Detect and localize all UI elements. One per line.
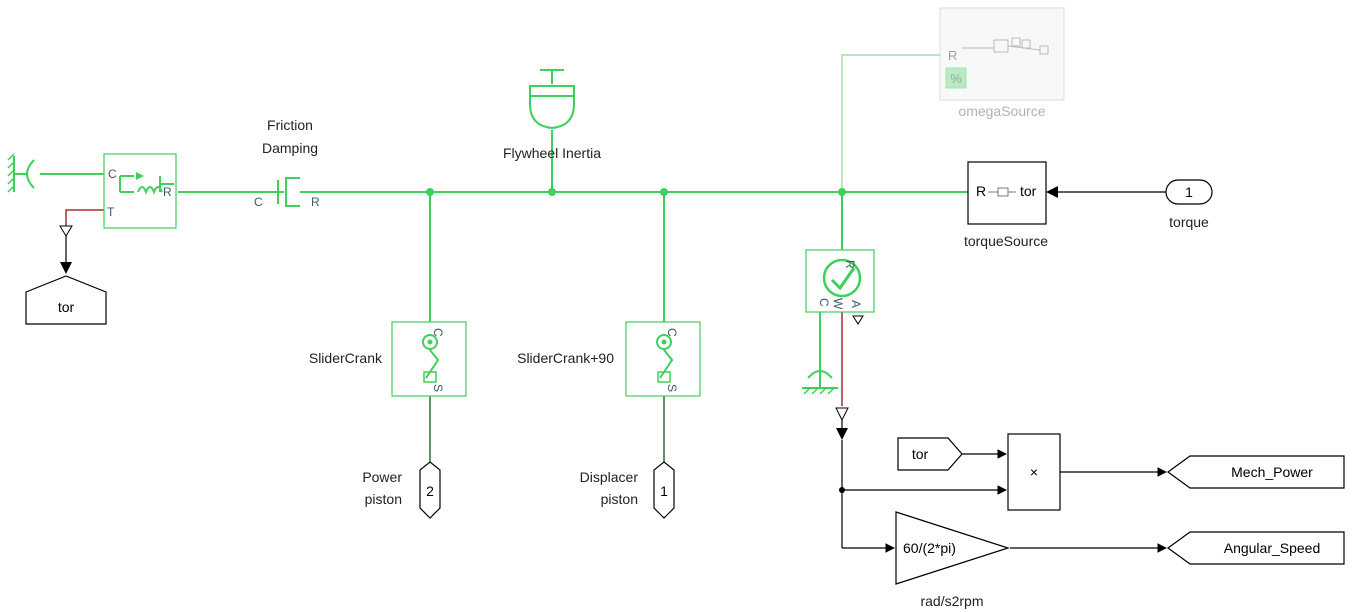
percent-icon: % (950, 71, 962, 86)
port-c-label: C (108, 167, 117, 181)
torque-inport-label: torque (1169, 214, 1209, 230)
from-tor-block[interactable]: tor (897, 437, 963, 471)
port-c-label: C (817, 298, 831, 307)
port-c-label: C (665, 328, 679, 337)
displacer-piston-port[interactable]: 1 Displacer piston (580, 461, 675, 519)
flywheel-inertia-label: Flywheel Inertia (503, 145, 601, 161)
port-w-label: W (831, 298, 845, 310)
mechanical-ground-left[interactable] (7, 153, 35, 193)
displacer-piston-number: 1 (660, 483, 668, 499)
torque-source-label: torqueSource (964, 233, 1048, 249)
displacer-piston-label-2: piston (601, 491, 638, 507)
gain-label: rad/s2rpm (920, 593, 983, 609)
goto-angular-speed-block[interactable]: Angular_Speed (1166, 531, 1345, 565)
slider-crank-90-block[interactable]: C S SliderCrank+90 (517, 321, 701, 397)
omega-source-block[interactable]: R % omegaSource (939, 7, 1065, 119)
omega-source-label: omegaSource (958, 103, 1045, 119)
displacer-piston-label-1: Displacer (580, 469, 639, 485)
power-piston-number: 2 (426, 483, 434, 499)
junction-dot (548, 188, 556, 196)
port-r-label: R (163, 185, 172, 199)
mechanical-ground-bottom[interactable] (802, 370, 838, 395)
torque-inport[interactable]: 1 torque (1046, 179, 1213, 230)
port-s-label: S (665, 384, 679, 392)
port-r-label: R (843, 260, 857, 269)
port-c-label: C (254, 195, 263, 209)
ps-converter (835, 407, 849, 548)
product-block[interactable]: × (1007, 433, 1061, 511)
signal-lines (842, 449, 1167, 553)
junction-dot (838, 188, 846, 196)
slider-crank-label: SliderCrank (309, 350, 383, 366)
slider-crank-block[interactable]: C S SliderCrank (309, 321, 467, 397)
friction-damping-label-1: Friction (267, 117, 313, 133)
angular-speed-label: Angular_Speed (1224, 540, 1321, 556)
friction-damping-block[interactable]: Friction Damping C R (254, 117, 320, 209)
power-piston-label-2: piston (365, 491, 402, 507)
slider-crank-90-label: SliderCrank+90 (517, 350, 614, 366)
power-piston-port[interactable]: 2 Power piston (362, 461, 441, 519)
gain-block[interactable]: 60/(2*pi) rad/s2rpm (895, 511, 1010, 609)
torque-source-block[interactable]: R tor torqueSource (964, 161, 1048, 249)
junctions (426, 188, 846, 493)
angular-velocity-sensor-block[interactable]: R C W A (805, 249, 875, 325)
power-piston-label-1: Power (362, 469, 402, 485)
from-tor-label: tor (912, 446, 929, 462)
junction-dot (426, 188, 434, 196)
gain-value: 60/(2*pi) (903, 540, 956, 556)
port-t-label: T (107, 205, 115, 219)
port-a-label: A (849, 300, 863, 308)
connection-line[interactable] (841, 54, 940, 192)
port-r-label: R (976, 183, 986, 199)
connection-line[interactable] (65, 209, 108, 226)
goto-mech-power-block[interactable]: Mech_Power (1166, 455, 1345, 489)
port-c-label: C (431, 328, 445, 337)
goto-tor-label: tor (58, 299, 75, 315)
port-r-label: R (311, 195, 320, 209)
mech-power-label: Mech_Power (1231, 464, 1313, 480)
torque-sensor-block[interactable]: C R T (103, 153, 177, 229)
junction-dot (660, 188, 668, 196)
torque-inport-number: 1 (1185, 184, 1193, 200)
port-s-label: S (431, 384, 445, 392)
flywheel-inertia-block[interactable]: Flywheel Inertia (503, 69, 601, 161)
physical-connections (40, 54, 968, 462)
goto-tor-block[interactable]: tor (25, 275, 107, 325)
port-r-label: R (948, 48, 957, 63)
signal-to-goto (59, 225, 73, 274)
multiply-icon: × (1030, 464, 1038, 480)
port-tor-label: tor (1020, 183, 1037, 199)
friction-damping-label-2: Damping (262, 140, 318, 156)
